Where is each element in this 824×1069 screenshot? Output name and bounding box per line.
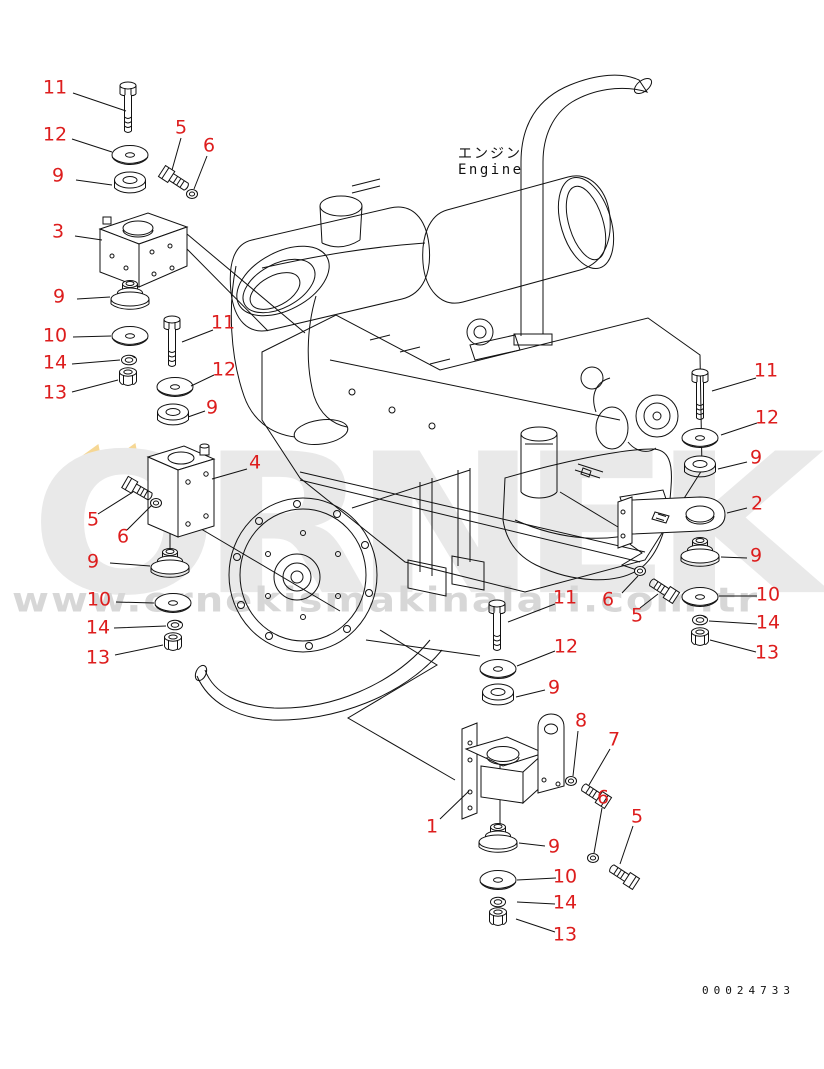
callout-3: 3 — [51, 220, 65, 243]
callout-9: 9 — [205, 396, 219, 419]
callout-10: 10 — [755, 583, 781, 606]
small-washer-icon — [150, 189, 646, 863]
callout-11: 11 — [210, 311, 236, 334]
callout-2: 2 — [750, 492, 764, 515]
callout-13: 13 — [42, 381, 68, 404]
bracket-3 — [98, 212, 189, 288]
muffler-icon — [422, 175, 615, 304]
callout-13: 13 — [85, 646, 111, 669]
bracket-2 — [617, 489, 726, 549]
callout-12: 12 — [42, 123, 68, 146]
engine-label-english: Engine — [458, 162, 524, 178]
callout-12: 12 — [211, 358, 237, 381]
bracket-1 — [461, 722, 546, 820]
callout-1: 1 — [425, 815, 439, 838]
watermark-url: www.ornekismakinalari.com.tr — [12, 581, 760, 621]
callout-9: 9 — [86, 550, 100, 573]
callout-9: 9 — [547, 835, 561, 858]
callout-13: 13 — [552, 923, 578, 946]
callout-14: 14 — [755, 611, 781, 634]
callout-6: 6 — [601, 588, 615, 611]
callout-6: 6 — [116, 525, 130, 548]
callout-11: 11 — [552, 586, 578, 609]
callout-9: 9 — [51, 164, 65, 187]
callout-9: 9 — [749, 446, 763, 469]
callout-8: 8 — [574, 709, 588, 732]
callout-6: 6 — [202, 134, 216, 157]
rubber-mount-icon — [110, 280, 720, 853]
drain-hose — [194, 639, 443, 721]
callout-11: 11 — [42, 76, 68, 99]
callout-12: 12 — [553, 635, 579, 658]
bracket-4 — [146, 443, 216, 538]
leader-lines — [71, 92, 758, 933]
air-cleaner-icon — [229, 178, 431, 445]
callout-6: 6 — [596, 786, 610, 809]
callout-9: 9 — [547, 676, 561, 699]
callout-10: 10 — [42, 324, 68, 347]
callout-5: 5 — [630, 805, 644, 828]
callout-9: 9 — [52, 285, 66, 308]
spacer-icon — [114, 171, 716, 706]
callout-14: 14 — [85, 616, 111, 639]
callout-13: 13 — [754, 641, 780, 664]
document-number: 00024733 — [702, 984, 795, 997]
callout-14: 14 — [42, 351, 68, 374]
alignment-lines — [132, 233, 643, 824]
flywheel-housing — [228, 468, 485, 657]
exhaust-stack-icon — [513, 74, 653, 346]
stopper-plate-8 — [537, 713, 565, 794]
callout-10: 10 — [86, 588, 112, 611]
engine-label-japanese: エンジン — [458, 146, 522, 162]
callout-9: 9 — [749, 544, 763, 567]
callout-14: 14 — [552, 891, 578, 914]
callout-5: 5 — [86, 508, 100, 531]
callout-5: 5 — [630, 604, 644, 627]
callout-11: 11 — [753, 359, 779, 382]
callout-10: 10 — [552, 865, 578, 888]
engine-block — [261, 314, 703, 593]
lock-washer-icon — [121, 354, 708, 908]
callout-4: 4 — [248, 451, 262, 474]
callout-5: 5 — [174, 116, 188, 139]
engine-illustration — [132, 74, 703, 824]
callout-7: 7 — [607, 728, 621, 751]
callout-12: 12 — [754, 406, 780, 429]
